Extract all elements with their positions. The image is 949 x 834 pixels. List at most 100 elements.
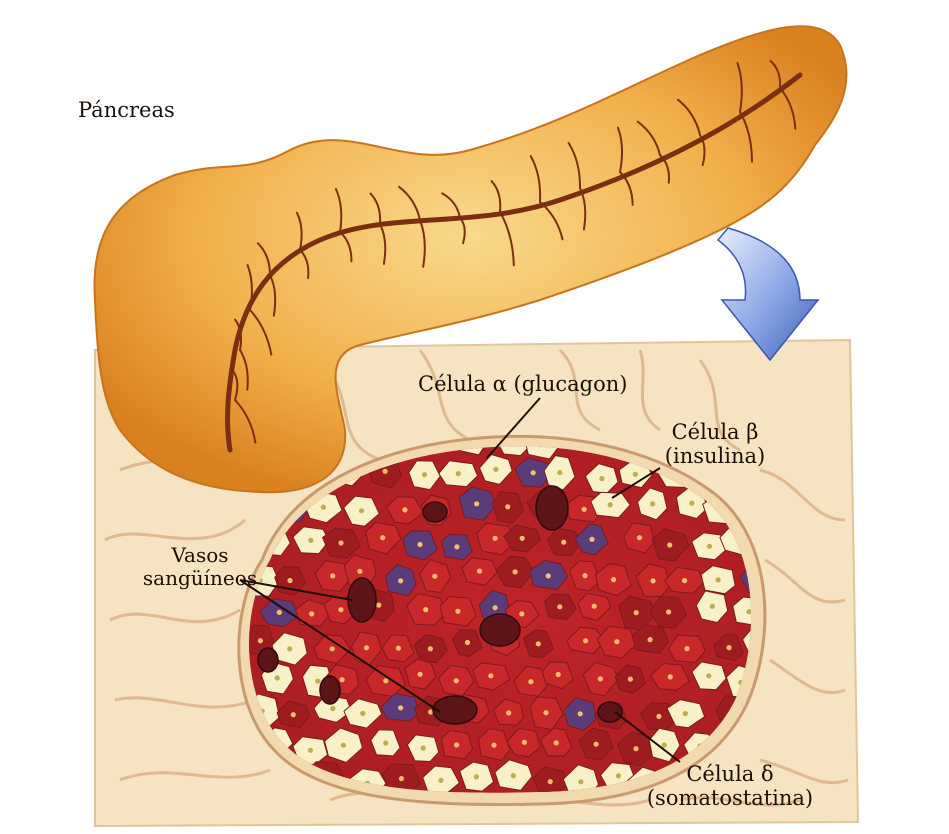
cell-nucleus	[616, 773, 621, 778]
cell-nucleus	[582, 573, 587, 578]
cell-nucleus	[338, 607, 343, 612]
cell-nucleus	[520, 536, 525, 541]
cell-nucleus	[589, 537, 594, 542]
cell-nucleus	[308, 538, 313, 543]
delta-cell-label-line2: (somatostatina)	[640, 786, 820, 810]
cell-nucleus	[418, 672, 423, 677]
cell-nucleus	[513, 569, 518, 574]
cell-nucleus	[598, 676, 603, 681]
cell-nucleus	[548, 779, 553, 784]
blood-vessel	[480, 614, 520, 646]
cell-nucleus	[557, 604, 562, 609]
cell-nucleus	[338, 540, 343, 545]
cell-nucleus	[648, 637, 653, 642]
cell-nucleus	[716, 577, 721, 582]
cell-nucleus	[432, 574, 437, 579]
cell-nucleus	[506, 710, 511, 715]
cell-nucleus	[633, 472, 638, 477]
cell-nucleus	[465, 640, 470, 645]
blood-vessel	[348, 578, 376, 622]
cell-nucleus	[330, 573, 335, 578]
cell-nucleus	[726, 645, 731, 650]
cell-nucleus	[493, 605, 498, 610]
cell-nucleus	[291, 712, 296, 717]
cell-nucleus	[258, 638, 263, 643]
vessels-label: Vasos sangüíneos	[140, 544, 260, 590]
cell-nucleus	[531, 470, 536, 475]
cell-nucleus	[650, 501, 655, 506]
cell-nucleus	[477, 569, 482, 574]
cell-nucleus	[330, 706, 335, 711]
cell-nucleus	[684, 646, 689, 651]
cell-nucleus	[505, 504, 510, 509]
cell-nucleus	[456, 471, 461, 476]
cell-nucleus	[402, 507, 407, 512]
cell-nucleus	[662, 742, 667, 747]
cell-nucleus	[668, 674, 673, 679]
blood-vessel	[433, 696, 477, 724]
cell-nucleus	[454, 678, 459, 683]
cell-nucleus	[561, 540, 566, 545]
cell-nucleus	[556, 672, 561, 677]
blood-vessel	[320, 676, 340, 704]
cell-nucleus	[309, 611, 314, 616]
cell-nucleus	[330, 646, 335, 651]
cell-nucleus	[399, 776, 404, 781]
cell-nucleus	[474, 774, 479, 779]
blood-vessel	[598, 702, 622, 722]
cell-nucleus	[536, 641, 541, 646]
cell-nucleus	[398, 705, 403, 710]
cell-nucleus	[599, 476, 604, 481]
cell-nucleus	[396, 646, 401, 651]
cell-nucleus	[454, 544, 459, 549]
cell-nucleus	[633, 746, 638, 751]
cell-nucleus	[683, 711, 688, 716]
cell-nucleus	[592, 604, 597, 609]
cell-nucleus	[594, 742, 599, 747]
blood-vessel	[536, 486, 568, 530]
cell-nucleus	[554, 740, 559, 745]
cell-nucleus	[578, 711, 583, 716]
cell-nucleus	[275, 675, 280, 680]
cell-nucleus	[308, 748, 313, 753]
cell-nucleus	[422, 472, 427, 477]
cell-nucleus	[608, 502, 613, 507]
cell-nucleus	[417, 542, 422, 547]
delta-cell-label: Célula δ (somatostatina)	[640, 762, 820, 810]
cell-nucleus	[455, 609, 460, 614]
cell-nucleus	[315, 679, 320, 684]
cell-nucleus	[383, 678, 388, 683]
blood-vessel	[258, 648, 278, 672]
cell-nucleus	[519, 611, 524, 616]
cell-nucleus	[746, 609, 751, 614]
vessels-label-line1: Vasos	[140, 544, 260, 567]
cell-nucleus	[357, 569, 362, 574]
cell-nucleus	[682, 578, 687, 583]
cell-nucleus	[493, 467, 498, 472]
cell-nucleus	[666, 609, 671, 614]
cell-nucleus	[628, 677, 633, 682]
cell-nucleus	[488, 673, 493, 678]
cell-nucleus	[667, 542, 672, 547]
cell-nucleus	[522, 740, 527, 745]
delta-cell-label-line1: Célula δ	[640, 762, 820, 786]
blood-vessel	[423, 502, 447, 522]
cell-nucleus	[511, 773, 516, 778]
cell-nucleus	[398, 578, 403, 583]
cell-nucleus	[383, 740, 388, 745]
cell-nucleus	[546, 573, 551, 578]
beta-cell-label-line1: Célula β	[650, 420, 780, 444]
cell-nucleus	[543, 710, 548, 715]
cell-nucleus	[380, 535, 385, 540]
cell-nucleus	[376, 603, 381, 608]
cell-nucleus	[421, 746, 426, 751]
cell-nucleus	[423, 607, 428, 612]
cell-nucleus	[583, 638, 588, 643]
cell-nucleus	[360, 711, 365, 716]
cell-nucleus	[689, 501, 694, 506]
cell-nucleus	[656, 714, 661, 719]
cell-nucleus	[454, 742, 459, 747]
cell-nucleus	[578, 779, 583, 784]
